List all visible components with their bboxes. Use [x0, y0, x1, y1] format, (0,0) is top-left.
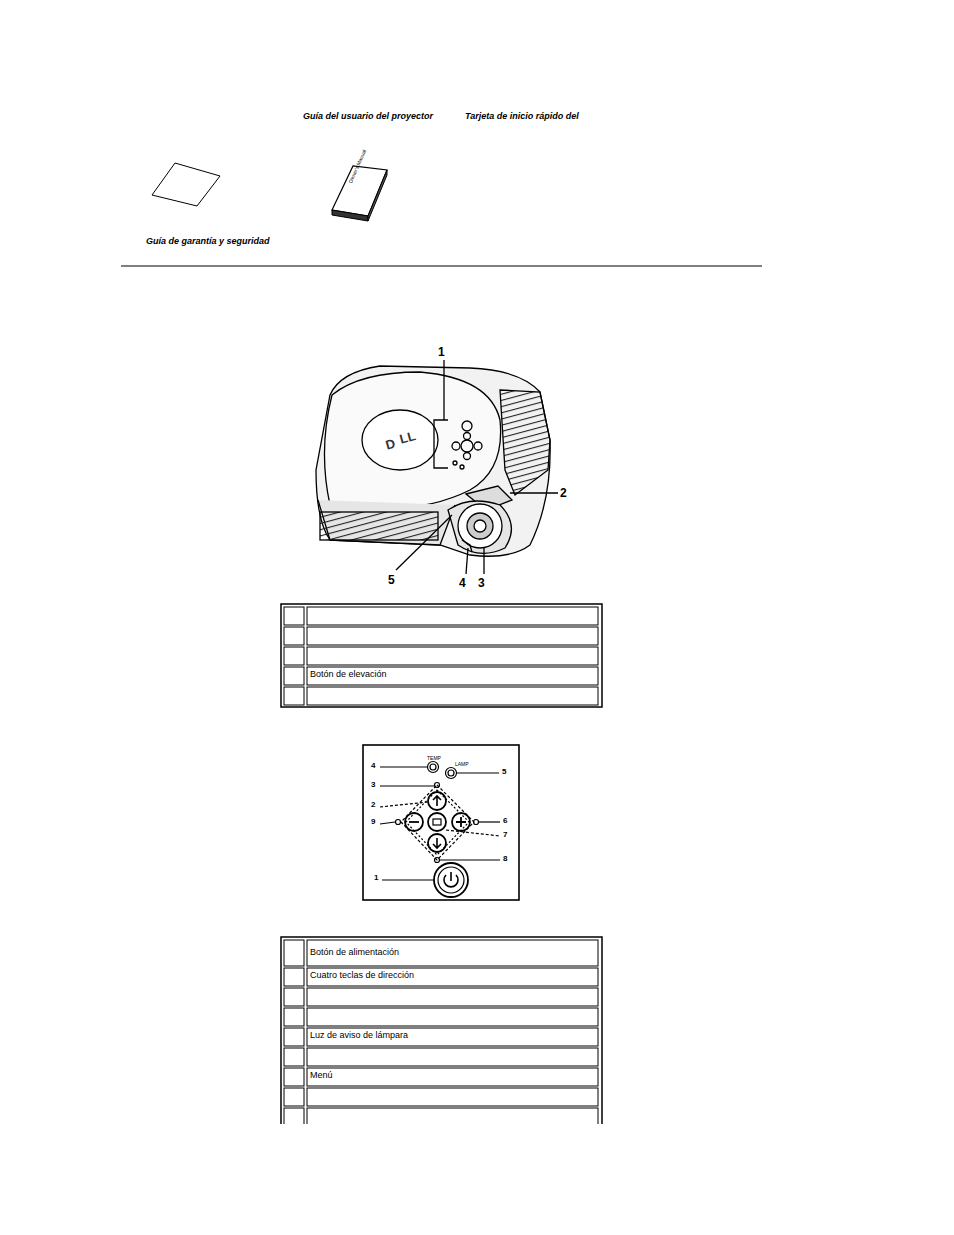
table-cell: Cuatro teclas de dirección	[310, 971, 414, 981]
rule	[121, 265, 762, 266]
control-panel	[363, 745, 519, 900]
svg-text:D: D	[384, 436, 397, 453]
table-cell: Menú	[310, 1071, 333, 1081]
table-1	[281, 604, 602, 707]
book-icon	[332, 166, 387, 221]
table-cell: Botón de alimentación	[310, 948, 399, 958]
indicator-label: LAMP	[455, 762, 469, 768]
callout-number: 1	[438, 346, 445, 359]
callout-number: 2	[371, 801, 375, 810]
callout-number: 8	[503, 855, 507, 864]
callout-number: 6	[503, 817, 507, 826]
document-title: Guía del usuario del proyector	[303, 112, 433, 122]
page-cut	[0, 1124, 954, 1235]
document-title: Tarjeta de inicio rápido del	[465, 112, 579, 122]
callout-number: 5	[388, 574, 395, 587]
callout-number: 1	[374, 874, 378, 883]
table-cell: Luz de aviso de lámpara	[310, 1031, 408, 1041]
callout-number: 3	[478, 577, 485, 590]
projector-drawing: D LL	[316, 360, 558, 574]
svg-text:LL: LL	[398, 428, 417, 447]
callout-number: 5	[502, 768, 506, 777]
callout-number: 4	[459, 577, 466, 590]
callout-number: 4	[371, 762, 375, 771]
callout-number: 9	[371, 818, 375, 827]
indicator-label: TEMP	[427, 756, 441, 762]
document-title: Guía de garantía y seguridad	[146, 237, 270, 247]
table-2	[281, 937, 602, 1137]
paper-icon	[152, 163, 220, 206]
callout-number: 3	[371, 781, 375, 790]
table-cell: Botón de elevación	[310, 670, 387, 680]
callout-number: 7	[503, 831, 507, 840]
callout-number: 2	[560, 487, 567, 500]
